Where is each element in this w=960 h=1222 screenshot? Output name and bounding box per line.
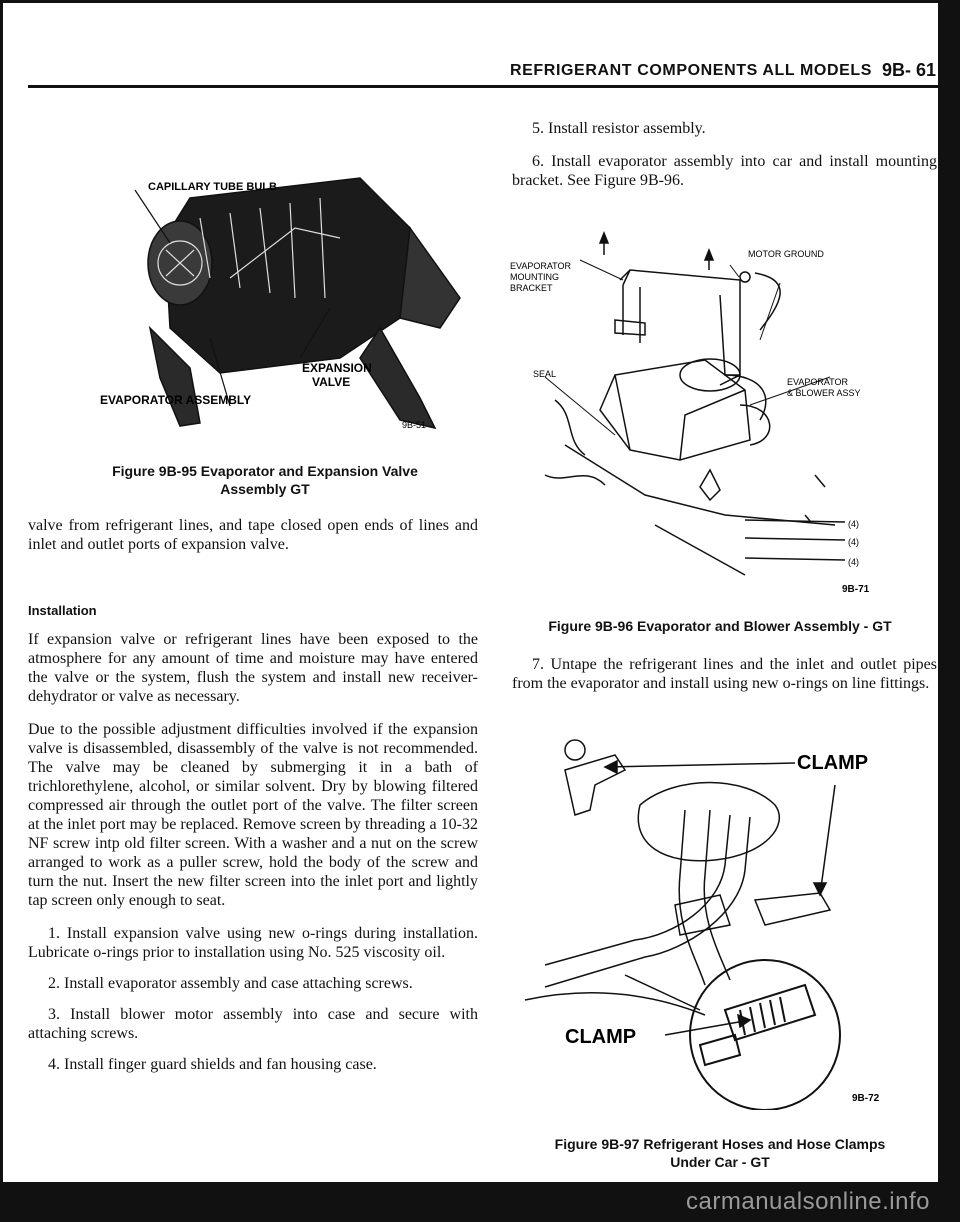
- section-heading-installation: Installation: [28, 603, 97, 618]
- paragraph: Due to the possible adjustment difficult…: [28, 721, 478, 909]
- figure-9b-97-caption: Figure 9B-97 Refrigerant Hoses and Hose …: [505, 1135, 935, 1171]
- page-frame-bottom: [0, 1182, 960, 1222]
- label-fastener-count: (4): [848, 519, 859, 529]
- label-clamp-bottom: CLAMP: [565, 1026, 636, 1048]
- figure-code: 9B-72: [852, 1093, 880, 1104]
- caption-line: Figure 9B-95 Evaporator and Expansion Va…: [112, 463, 418, 479]
- label-evaporator-blower-1: EVAPORATOR: [787, 377, 849, 387]
- caption-line: Figure 9B-97 Refrigerant Hoses and Hose …: [554, 1136, 886, 1152]
- label-evaporator-mounting-3: BRACKET: [510, 283, 553, 293]
- label-fastener-count: (4): [848, 557, 859, 567]
- left-intro-paragraph: valve from refrigerant lines, and tape c…: [28, 516, 478, 568]
- evaporator-illustration: CAPILLARY TUBE BULB EXPANSION VALVE EVAP…: [100, 177, 461, 430]
- page-frame-right: [938, 0, 960, 1222]
- right-top-steps: 5. Install resistor assembly. 6. Install…: [512, 119, 937, 202]
- paragraph: If expansion valve or refrigerant lines …: [28, 631, 478, 705]
- label-seal: SEAL: [533, 369, 556, 379]
- evaporator-blower-illustration: EVAPORATOR MOUNTING BRACKET MOTOR GROUND…: [510, 230, 870, 595]
- label-evaporator-mounting-2: MOUNTING: [510, 272, 559, 282]
- label-fastener-count: (4): [848, 537, 859, 547]
- page-frame-top: [0, 0, 960, 3]
- header-rule: [28, 85, 940, 88]
- step-item: 3. Install blower motor assembly into ca…: [28, 1006, 478, 1042]
- label-clamp-top: CLAMP: [797, 752, 868, 774]
- caption-line: Under Car - GT: [670, 1154, 770, 1170]
- page-number: 9B- 61: [881, 60, 936, 80]
- label-evaporator-mounting-1: EVAPORATOR: [510, 261, 572, 271]
- figure-9b-97: CLAMP CLAMP 9B-72: [505, 725, 925, 1110]
- figure-9b-95-caption: Figure 9B-95 Evaporator and Expansion Va…: [30, 462, 500, 498]
- label-valve: VALVE: [312, 375, 350, 389]
- step-item: 6. Install evaporator assembly into car …: [512, 153, 937, 189]
- label-evaporator-blower-2: & BLOWER ASSY: [787, 388, 861, 398]
- label-capillary-tube-bulb: CAPILLARY TUBE BULB: [148, 181, 277, 193]
- figure-9b-96: EVAPORATOR MOUNTING BRACKET MOTOR GROUND…: [505, 225, 925, 620]
- watermark[interactable]: carmanualsonline.info: [686, 1188, 930, 1215]
- label-motor-ground: MOTOR GROUND: [748, 249, 824, 259]
- page-frame-left: [0, 0, 3, 1222]
- refrigerant-hoses-illustration: CLAMP CLAMP 9B-72: [524, 739, 880, 1110]
- step-item: 2. Install evaporator assembly and case …: [48, 975, 413, 992]
- page-header: REFRIGERANT COMPONENTS ALL MODELS 9B- 61: [28, 60, 940, 88]
- figure-9b-96-caption: Figure 9B-96 Evaporator and Blower Assem…: [548, 618, 892, 634]
- figure-9b-95: CAPILLARY TUBE BULB EXPANSION VALVE EVAP…: [40, 158, 470, 438]
- page-header-title: REFRIGERANT COMPONENTS ALL MODELS: [510, 62, 873, 79]
- paragraph: valve from refrigerant lines, and tape c…: [28, 517, 478, 553]
- right-step-7: 7. Untape the refrigerant lines and the …: [512, 655, 937, 705]
- step-item: 7. Untape the refrigerant lines and the …: [512, 656, 937, 692]
- figure-code: 9B-51: [402, 420, 426, 430]
- step-item: 1. Install expansion valve using new o-r…: [28, 925, 478, 961]
- step-item: 5. Install resistor assembly.: [532, 120, 706, 137]
- figure-code: 9B-71: [842, 584, 870, 595]
- caption-line: Assembly GT: [220, 481, 310, 497]
- label-expansion: EXPANSION: [302, 361, 372, 375]
- label-evaporator-assembly: EVAPORATOR ASSEMBLY: [100, 393, 251, 407]
- left-body: If expansion valve or refrigerant lines …: [28, 630, 478, 1086]
- step-item: 4. Install finger guard shields and fan …: [48, 1056, 377, 1073]
